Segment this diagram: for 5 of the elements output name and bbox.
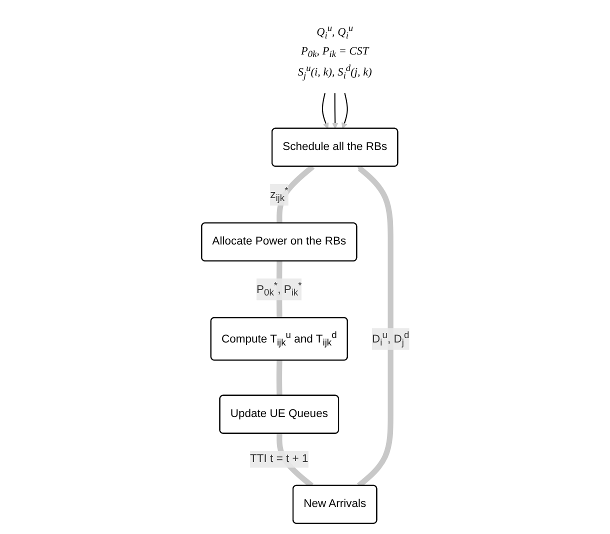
arrow — [322, 92, 328, 129]
arrow — [332, 93, 338, 129]
connector — [276, 360, 282, 396]
edge-label: TTI t = t + 1 — [250, 452, 308, 465]
arrow — [341, 92, 348, 129]
